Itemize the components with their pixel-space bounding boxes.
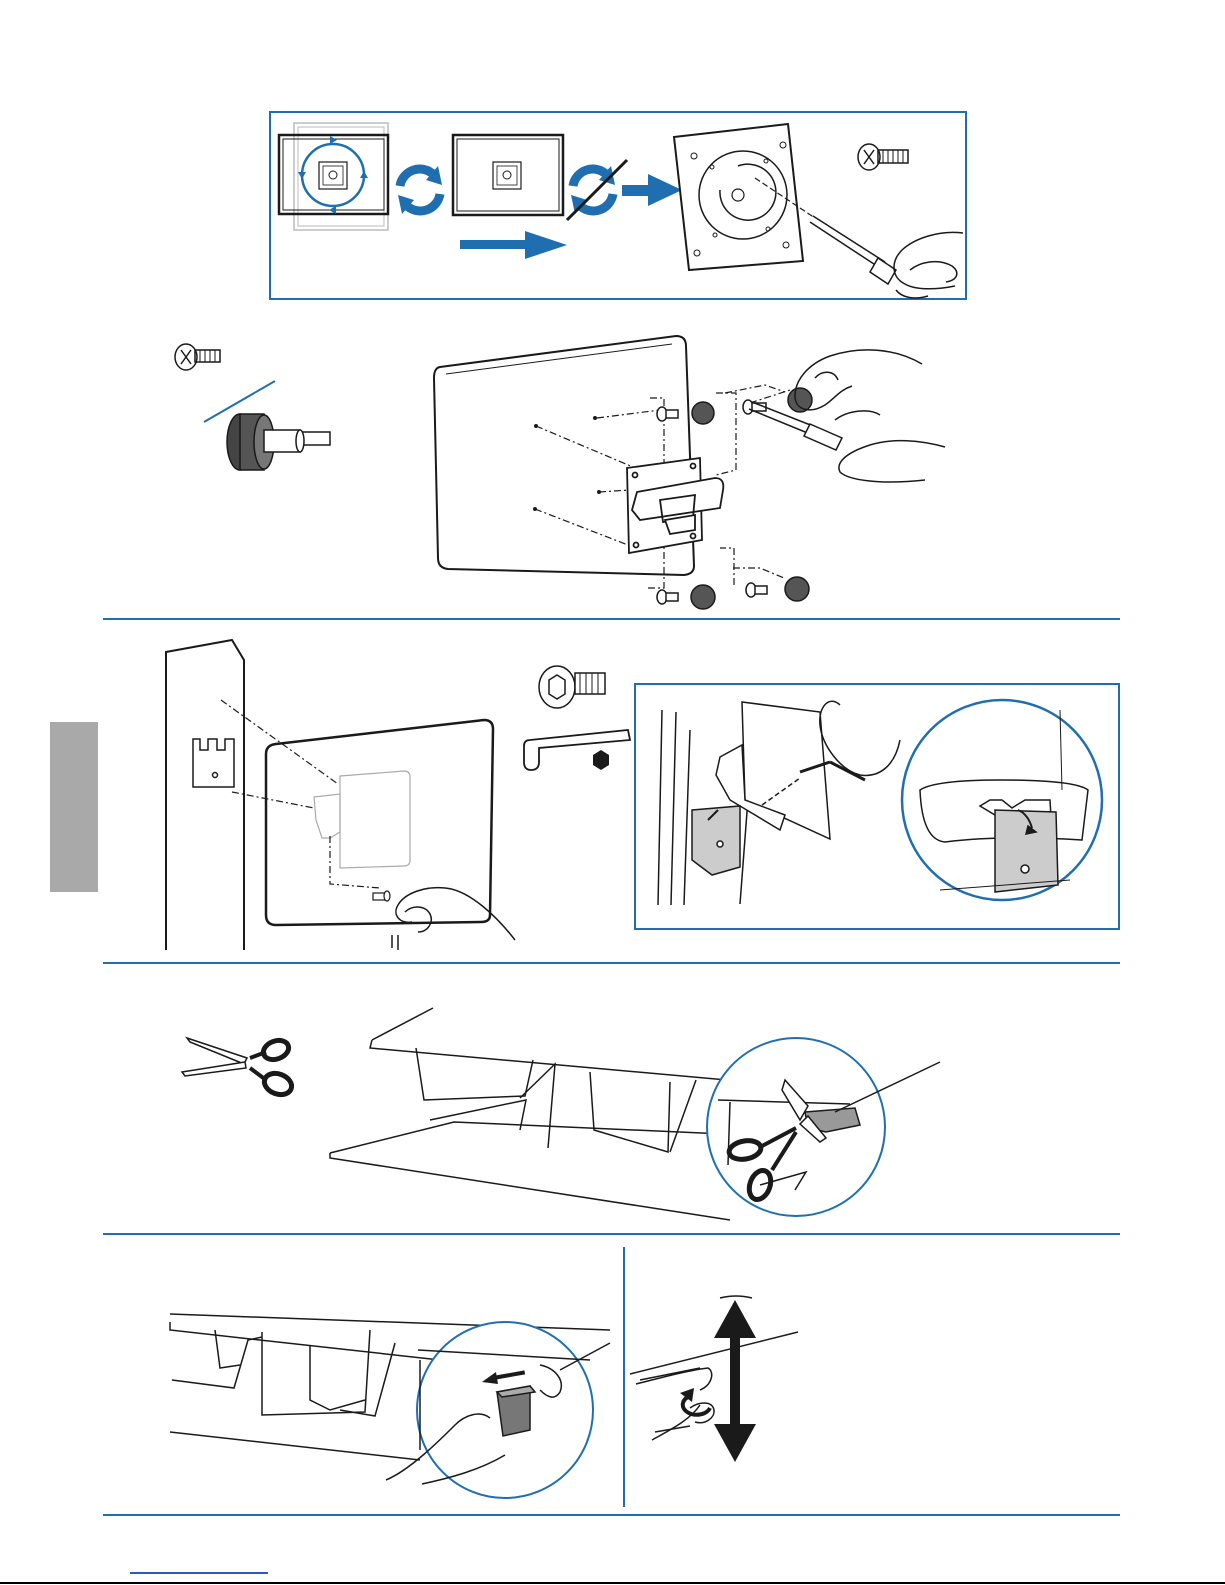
bottom-rule: [0, 1582, 1225, 1584]
footer-link-underline: [130, 1572, 268, 1574]
up-down-arrow-icon: [714, 1300, 756, 1462]
